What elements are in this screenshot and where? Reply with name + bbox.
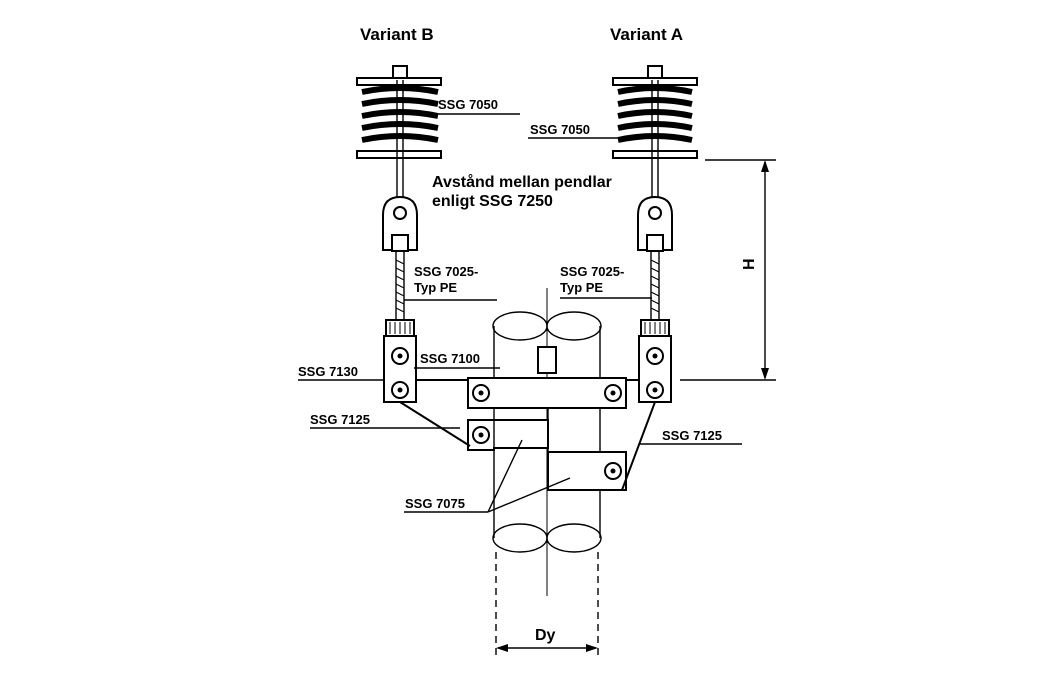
ssg7125-right-tie	[621, 401, 656, 491]
variant-a-top-nut	[647, 65, 663, 79]
dimension-dy	[496, 644, 598, 652]
variant-b-top-nut	[392, 65, 408, 79]
label-ssg7050-b: SSG 7050	[438, 97, 498, 112]
variant-b-spring-top-plate	[356, 77, 442, 86]
label-ssg7100: SSG 7100	[420, 351, 480, 366]
ssg7125-left-tie	[399, 401, 471, 447]
label-dimension-h: H	[741, 258, 758, 270]
dimension-h	[680, 159, 776, 381]
label-ssg7025-a-line1: SSG 7025-	[560, 264, 624, 279]
label-ssg7075: SSG 7075	[405, 496, 465, 511]
note-line-2: enligt SSG 7250	[432, 193, 553, 210]
label-ssg7125-right: SSG 7125	[662, 428, 722, 443]
variant-a-spring-coil	[617, 85, 693, 143]
label-dimension-dy: Dy	[535, 627, 556, 644]
variant-b-spring-coil	[361, 85, 439, 143]
label-ssg7125-left: SSG 7125	[310, 412, 370, 427]
variant-b-title: Variant B	[360, 25, 434, 44]
label-ssg7130: SSG 7130	[298, 364, 358, 379]
label-ssg7050-a: SSG 7050	[530, 122, 590, 137]
variant-b-spring-bottom-plate	[356, 150, 442, 159]
leader-lines	[298, 113, 742, 513]
ssg7100-lug	[537, 346, 557, 374]
label-ssg7025-a-line2: Typ PE	[560, 280, 603, 295]
note-line-1: Avstånd mellan pendlar	[432, 173, 612, 191]
variant-a-spring-top-plate	[612, 77, 698, 86]
clamp-lower	[467, 408, 627, 491]
label-ssg7025-b-line1: SSG 7025-	[414, 264, 478, 279]
variant-a-title: Variant A	[610, 25, 683, 44]
variant-a-spring-bottom-plate	[612, 150, 698, 159]
variant-b-hanger	[356, 65, 442, 403]
clamp-top	[416, 377, 639, 409]
variant-a-hanger	[612, 65, 698, 403]
label-ssg7025-b-line2: Typ PE	[414, 280, 457, 295]
